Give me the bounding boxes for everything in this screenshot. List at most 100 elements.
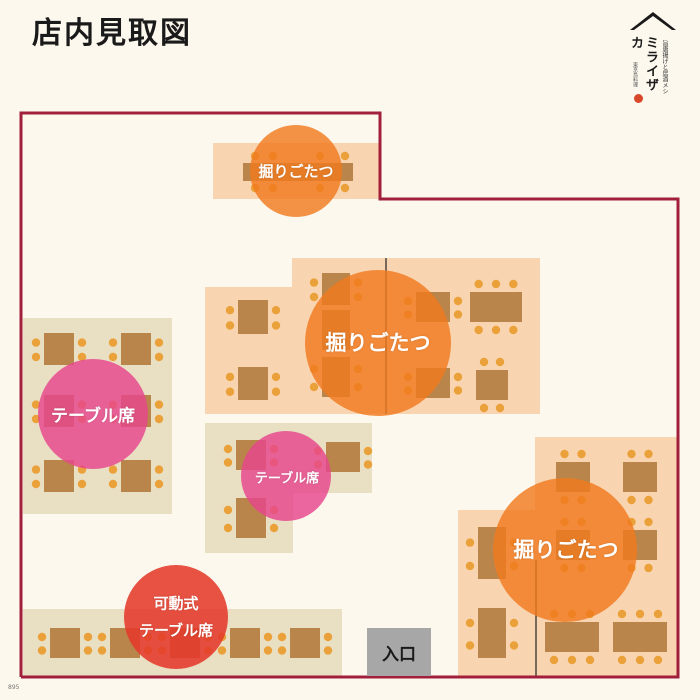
table <box>121 460 151 492</box>
seat <box>31 400 41 409</box>
brand-logo: 旨唐揚げと居酒メシ ミライザカ 東京鳥料理 <box>622 10 684 103</box>
seat <box>479 403 489 413</box>
label-horigotatsu-right: 掘りごたつ <box>513 538 619 562</box>
seat <box>83 632 93 642</box>
marker-horigotatsu-top <box>250 125 342 217</box>
marker-movable-table <box>124 565 228 669</box>
table <box>290 628 320 658</box>
seat <box>263 632 273 642</box>
seat <box>277 646 287 655</box>
seat <box>269 523 279 533</box>
table <box>50 628 80 658</box>
seat <box>31 465 41 474</box>
seat <box>225 306 235 315</box>
seat <box>323 632 333 642</box>
table <box>230 628 260 658</box>
seat <box>217 646 227 655</box>
table <box>326 442 360 472</box>
seat <box>263 646 273 655</box>
seat <box>154 479 164 489</box>
seat <box>108 338 118 347</box>
seat <box>453 310 463 319</box>
seat <box>271 372 281 382</box>
seat <box>108 465 118 474</box>
outer-wall <box>19 111 680 679</box>
table <box>613 622 667 652</box>
seat <box>97 632 107 642</box>
marker-horigotatsu-center <box>305 270 451 416</box>
seat <box>474 325 483 335</box>
seat <box>154 414 164 424</box>
footnote: 895 <box>8 684 20 691</box>
table <box>623 462 657 492</box>
seat <box>635 609 645 619</box>
seat <box>509 618 519 628</box>
seat <box>465 538 475 547</box>
seat <box>644 563 653 573</box>
table <box>476 370 508 400</box>
table <box>121 333 151 365</box>
seat <box>77 479 87 489</box>
table <box>238 367 268 400</box>
seat <box>154 338 164 347</box>
seat <box>340 183 350 193</box>
seat <box>223 444 233 454</box>
label-table-middle: テーブル席 <box>254 471 320 487</box>
seat <box>653 655 663 665</box>
logo-small-text: 東京鳥料理 <box>632 62 638 87</box>
seat <box>585 655 595 665</box>
seat <box>549 655 559 665</box>
seat <box>453 386 463 395</box>
logo-name: ミライザカ <box>628 36 658 92</box>
seat <box>97 646 107 655</box>
seat <box>644 517 653 527</box>
table <box>44 333 74 365</box>
seat <box>465 641 475 650</box>
seat <box>277 632 287 642</box>
table <box>44 460 74 492</box>
seat <box>509 641 519 650</box>
seat <box>31 479 41 489</box>
label-movable-line1: 可動式 <box>153 594 199 613</box>
seat <box>627 449 636 459</box>
seat <box>577 449 586 459</box>
seat <box>453 372 463 382</box>
seat <box>491 325 501 335</box>
seat <box>309 278 319 287</box>
marker-table-middle <box>241 431 331 521</box>
seat <box>77 352 87 362</box>
seat <box>37 646 47 655</box>
marker-table-left <box>38 359 148 469</box>
seat <box>108 352 118 362</box>
seat <box>474 279 483 289</box>
seat <box>340 151 350 161</box>
seat <box>37 632 47 642</box>
seat <box>31 352 41 362</box>
roof-icon <box>630 12 676 30</box>
label-table-left: テーブル席 <box>51 406 135 427</box>
seat <box>363 460 373 469</box>
seat <box>491 279 501 289</box>
logo-stamp-icon <box>634 94 643 103</box>
seat <box>225 372 235 382</box>
seat <box>323 646 333 655</box>
seat <box>495 403 505 413</box>
seat <box>271 306 281 315</box>
seat <box>644 449 653 459</box>
seat <box>154 400 164 409</box>
seat <box>627 495 636 505</box>
seat <box>635 655 645 665</box>
table <box>478 608 506 658</box>
seat <box>560 449 569 459</box>
label-horigotatsu-top: 掘りごたつ <box>258 162 334 181</box>
seat <box>154 352 164 362</box>
seat <box>465 561 475 571</box>
seat <box>309 292 319 302</box>
seat <box>309 382 319 392</box>
seat <box>509 325 518 335</box>
seat <box>154 465 164 474</box>
label-horigotatsu-center: 掘りごたつ <box>325 331 431 355</box>
seat <box>644 495 653 505</box>
marker-horigotatsu-right <box>493 478 637 622</box>
